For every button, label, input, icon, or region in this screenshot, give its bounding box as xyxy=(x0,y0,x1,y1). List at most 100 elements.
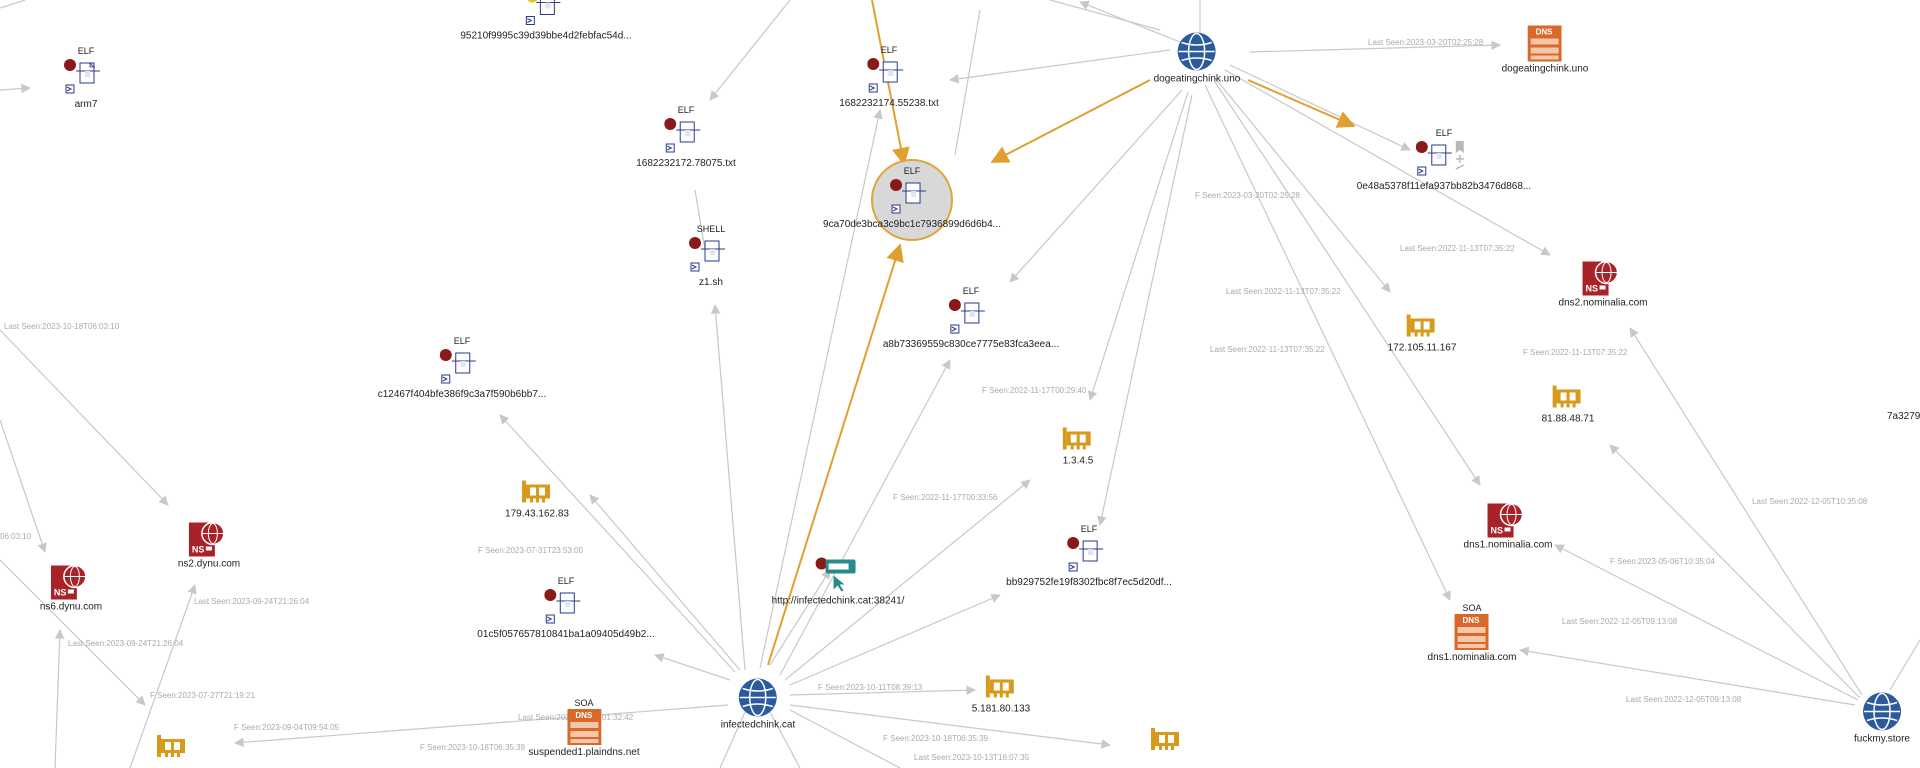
edge[interactable] xyxy=(1554,544,1859,701)
edge[interactable] xyxy=(1889,639,1920,691)
elf-file-icon xyxy=(64,59,100,94)
edge[interactable] xyxy=(789,593,1001,686)
edge[interactable] xyxy=(234,704,729,748)
edge[interactable] xyxy=(759,109,883,669)
edge[interactable] xyxy=(769,569,831,666)
edge[interactable] xyxy=(1609,444,1861,699)
edge[interactable] xyxy=(954,9,981,156)
edge[interactable] xyxy=(710,304,746,671)
edge-label: Last Seen:2023-09-24T21:26:04 xyxy=(194,597,310,606)
edge[interactable] xyxy=(0,0,26,9)
ns-node-ns2dynu[interactable]: NS ns2.dynu.com xyxy=(178,522,240,570)
edge-highlight[interactable] xyxy=(767,243,904,666)
dns-label: suspended1.plaindns.net xyxy=(528,747,640,758)
ip-node-179[interactable]: 179.43.162.83 xyxy=(505,480,569,520)
edge[interactable] xyxy=(949,49,1171,84)
file-label: 1682232174.55238.txt xyxy=(839,98,939,109)
edge[interactable] xyxy=(54,629,65,768)
file-type-label: ELF xyxy=(962,286,980,296)
ip-node-bottom-middle[interactable] xyxy=(1151,728,1181,754)
edge[interactable] xyxy=(1214,77,1391,293)
edge[interactable] xyxy=(0,559,146,706)
edge[interactable] xyxy=(1249,40,1501,53)
edge-label: Last Seen:2022-12-05T09:13:08 xyxy=(1626,695,1742,704)
ip-node-172[interactable]: 172.105.11.167 xyxy=(1388,314,1456,354)
edge[interactable] xyxy=(654,653,731,681)
svg-text:NS: NS xyxy=(1586,284,1599,294)
edge[interactable] xyxy=(0,419,47,553)
file-node-9ca70-selected[interactable]: ELF 9ca70de3bca3c9bc1c7936899d6d6b4... xyxy=(823,166,1001,230)
edge[interactable] xyxy=(709,0,791,101)
edge[interactable] xyxy=(719,711,746,768)
soa-node-dns1nominalia[interactable]: SOA DNS dns1.nominalia.com xyxy=(1428,603,1517,663)
edge[interactable] xyxy=(769,711,801,768)
edge[interactable] xyxy=(789,685,976,696)
edge[interactable] xyxy=(1229,64,1411,151)
domain-node-infectedchink[interactable]: infectedchink.cat xyxy=(721,678,795,731)
edge[interactable] xyxy=(129,584,197,768)
edge-label: F Seen:2023-10-11T08:39:13 xyxy=(818,683,923,692)
edge[interactable] xyxy=(779,359,951,676)
edge-label: Last Seen:2022-11-13T07:35:22 xyxy=(1226,287,1341,296)
dns-node-dogeatingchink[interactable]: DNS dogeatingchink.uno xyxy=(1502,25,1588,75)
edge[interactable] xyxy=(1204,84,1451,601)
network-card-icon xyxy=(521,480,550,503)
file-type-label: ELF xyxy=(1080,524,1098,534)
domain-node-dogeatingchink[interactable]: dogeatingchink.uno xyxy=(1154,32,1240,85)
file-node-1682232174[interactable]: ELF 1682232174.55238.txt xyxy=(839,45,939,109)
edge-label: F Seen:2022-11-17T00:33:56 xyxy=(893,493,998,502)
edge[interactable] xyxy=(789,704,1111,749)
file-label: c12467f404bfe386f9c3a7f590b6bb7... xyxy=(377,389,547,400)
edge-highlight[interactable] xyxy=(990,79,1151,163)
edge[interactable] xyxy=(784,479,1031,681)
ns-node-dns2nominalia[interactable]: NS dns2.nominalia.com xyxy=(1559,261,1647,309)
file-node-c1246[interactable]: ELF c12467f404bfe386f9c3a7f590b6bb7... xyxy=(378,336,547,400)
dns-server-icon: DNS xyxy=(1528,25,1562,62)
ns-node-ns6dynu[interactable]: NS ns6.dynu.com xyxy=(40,565,102,613)
edge[interactable] xyxy=(0,83,31,94)
edge[interactable] xyxy=(1009,89,1183,283)
ip-node-1345[interactable]: 1.3.4.5 xyxy=(1063,427,1093,467)
ns-server-icon: NS xyxy=(188,522,225,557)
edge[interactable] xyxy=(0,329,169,506)
edge[interactable] xyxy=(499,414,736,673)
url-node-infectedchink[interactable]: http://infectedchink.cat:38241/ xyxy=(772,557,904,607)
file-label: z1.sh xyxy=(699,277,723,288)
edge[interactable] xyxy=(1088,91,1189,401)
edge[interactable] xyxy=(694,189,706,251)
edge[interactable] xyxy=(1519,646,1856,706)
ns-server-icon: NS xyxy=(1488,503,1524,538)
edge[interactable] xyxy=(789,709,901,768)
file-node-01c5f[interactable]: ELF 01c5f057657810841ba1a09405d49b2... xyxy=(477,576,654,640)
ns-node-dns1nominalia[interactable]: NS dns1.nominalia.com xyxy=(1464,503,1552,551)
ip-node-bottom-left[interactable] xyxy=(157,735,187,761)
edge[interactable] xyxy=(1224,69,1551,256)
node-label-partial[interactable]: 7a3279 xyxy=(1887,411,1920,422)
edge[interactable] xyxy=(1214,81,1481,486)
edge[interactable] xyxy=(1049,0,1161,31)
file-node-z1sh[interactable]: SHELL z1.sh xyxy=(689,224,733,288)
edge[interactable] xyxy=(1097,94,1193,526)
ip-node-5181[interactable]: 5.181.80.133 xyxy=(971,675,1031,715)
ip-label: 5.181.80.133 xyxy=(971,703,1031,715)
edge-labels: Last Seen:2023-03-20T02:25:28 F Seen:202… xyxy=(0,38,1868,762)
elf-file-icon xyxy=(1416,141,1465,176)
svg-text:DNS: DNS xyxy=(575,711,593,720)
ip-node-81[interactable]: 81.88.48.71 xyxy=(1541,385,1595,425)
soa-node-suspended[interactable]: SOA DNS suspended1.plaindns.net xyxy=(528,698,639,758)
edge-highlight[interactable] xyxy=(1247,79,1356,128)
edge[interactable] xyxy=(1629,327,1863,696)
domain-node-fuckmy[interactable]: fuckmy.store xyxy=(1854,692,1910,745)
file-node-arm7[interactable]: ELF arm7 xyxy=(64,46,108,110)
file-node-95210[interactable]: 95210f9995c39d39bbe4d2febfac54d... xyxy=(460,0,632,42)
file-node-0e48a[interactable]: ELF 0e48a5378f11efa937bb82b3476d868... xyxy=(1357,128,1531,192)
ip-label: 81.88.48.71 xyxy=(1541,413,1595,425)
file-node-a8b73[interactable]: ELF a8b73369559c830ce7775e83fca3eea... xyxy=(883,286,1059,350)
file-label: 01c5f057657810841ba1a09405d49b2... xyxy=(477,629,655,640)
file-node-bb929[interactable]: ELF bb929752fe19f8302fbc8f7ec5d20df... xyxy=(1006,524,1172,588)
edge-label: F Seen:2023-07-27T21:19:21 xyxy=(150,691,256,700)
edge[interactable] xyxy=(589,494,741,671)
file-node-1682232172[interactable]: ELF 1682232172.78075.txt xyxy=(636,105,736,169)
